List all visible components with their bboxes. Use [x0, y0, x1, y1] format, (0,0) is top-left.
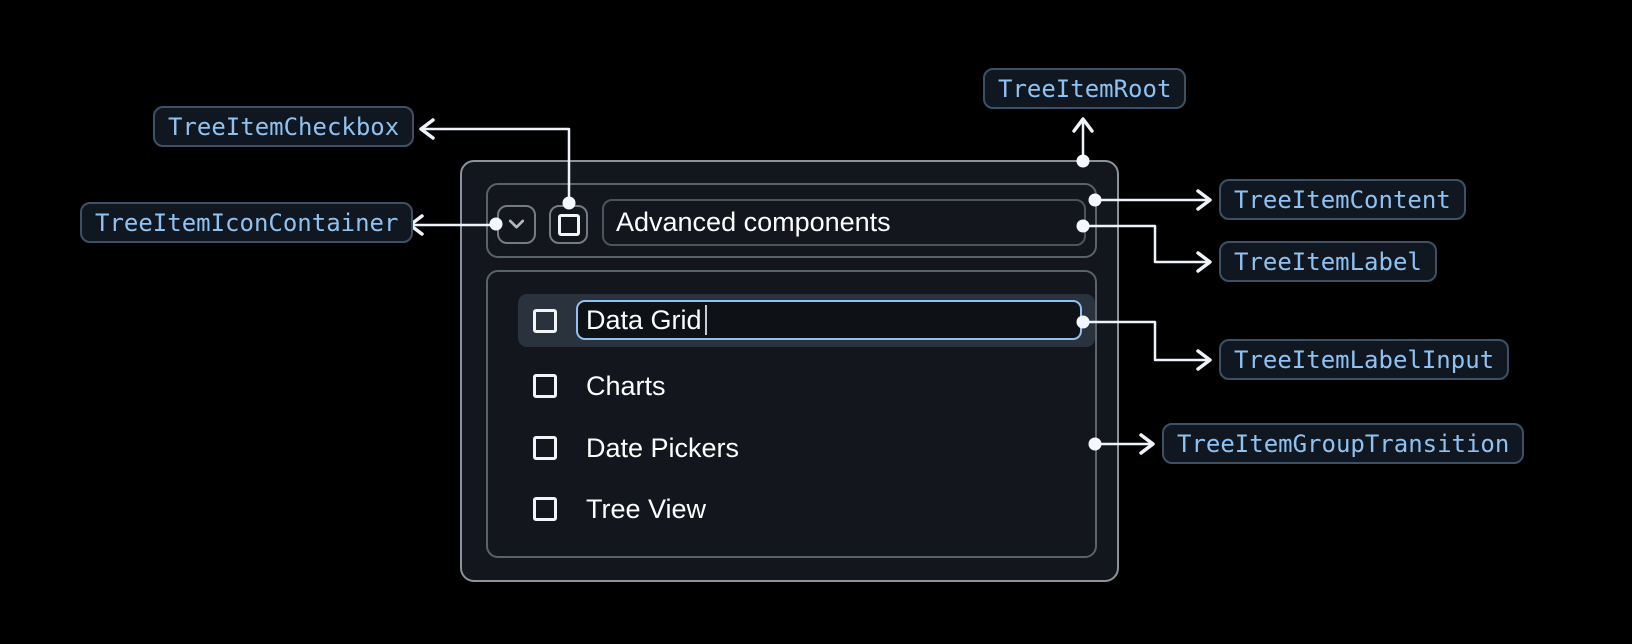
tree-row[interactable]: Charts: [533, 360, 666, 412]
checkbox-unchecked-icon[interactable]: [533, 374, 557, 398]
checkbox-unchecked-icon[interactable]: [533, 497, 557, 521]
tree-row[interactable]: Date Pickers: [533, 422, 739, 474]
checkbox-unchecked-icon[interactable]: [533, 436, 557, 460]
badge-label: TreeItemGroupTransition: [1177, 429, 1510, 458]
chevron-down-icon: [508, 219, 525, 229]
checkbox-unchecked-icon: [557, 213, 580, 236]
badge-tree-item-label-input: TreeItemLabelInput: [1219, 339, 1510, 380]
tree-item-label: Date Pickers: [586, 432, 740, 463]
badge-label: TreeItemIconContainer: [95, 208, 399, 237]
badge-label: TreeItemContent: [1234, 185, 1451, 214]
badge-tree-item-checkbox: TreeItemCheckbox: [153, 106, 415, 147]
tree-item-label[interactable]: Advanced components: [602, 199, 1086, 246]
badge-label: TreeItemLabelInput: [1234, 345, 1495, 374]
badge-tree-item-root: TreeItemRoot: [983, 68, 1187, 109]
badge-label: TreeItemLabel: [1234, 247, 1422, 276]
tree-item-icon-container[interactable]: [497, 205, 536, 244]
tree-item-group-transition: Data Grid Charts Date Pickers Tree View: [486, 270, 1097, 558]
tree-item-content[interactable]: Advanced components: [486, 183, 1097, 258]
tree-row[interactable]: Tree View: [533, 483, 706, 535]
parent-item-label: Advanced components: [616, 207, 891, 237]
badge-tree-item-group-transition: TreeItemGroupTransition: [1162, 423, 1525, 464]
badge-tree-item-content: TreeItemContent: [1219, 179, 1466, 220]
tree-item-label: Tree View: [586, 493, 707, 524]
tree-row-editing[interactable]: Data Grid: [518, 294, 1095, 347]
text-caret: [704, 305, 708, 335]
checkbox-unchecked-icon[interactable]: [533, 308, 557, 333]
badge-tree-item-label: TreeItemLabel: [1219, 241, 1437, 282]
badge-label: TreeItemRoot: [998, 74, 1172, 103]
badge-label: TreeItemCheckbox: [168, 112, 400, 141]
tree-item-root: Advanced components Data Grid Charts Dat…: [460, 160, 1119, 582]
tree-item-checkbox[interactable]: [549, 205, 588, 244]
tree-item-label: Charts: [586, 370, 666, 401]
badge-tree-item-icon-container: TreeItemIconContainer: [80, 202, 414, 243]
label-input-value: Data Grid: [586, 304, 702, 335]
tree-item-label-input[interactable]: Data Grid: [576, 300, 1082, 340]
